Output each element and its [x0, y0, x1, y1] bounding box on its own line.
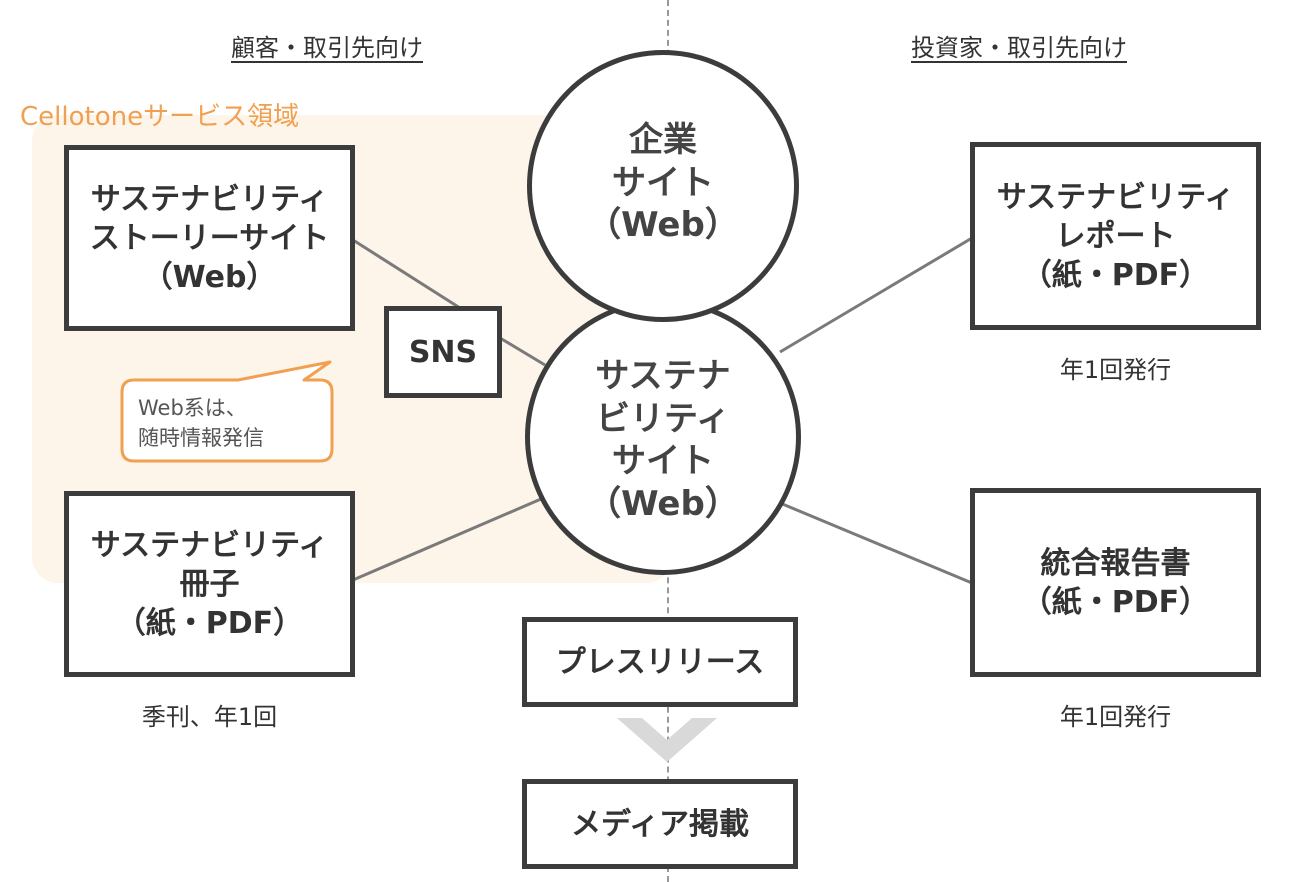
node-booklet: サステナビリティ 冊子 （紙・PDF） [64, 491, 355, 677]
node-label-line: サステナビリティ [90, 181, 329, 217]
connector-site-to-report [779, 236, 973, 354]
node-label-line: サステナビリティ [90, 527, 329, 563]
connector-story-to-sns [352, 238, 461, 310]
node-label-line: 統合報告書 [1040, 545, 1191, 581]
node-label-line: （Web） [587, 205, 739, 246]
node-media: メディア掲載 [522, 779, 798, 869]
callout-text: Web系は、 随時情報発信 [138, 393, 264, 454]
node-label-line: （紙・PDF） [1021, 257, 1210, 293]
node-integrated-report: 統合報告書 （紙・PDF） [970, 488, 1261, 677]
node-label-line: サステナビリティ [996, 179, 1235, 215]
connector-site-to-integrated [779, 501, 973, 585]
down-arrow [617, 718, 717, 762]
connector-sns-to-site [499, 336, 546, 367]
node-label-line: SNS [408, 334, 478, 370]
node-story-site: サステナビリティ ストーリーサイト （Web） [64, 145, 355, 331]
callout-line: Web系は、 [138, 396, 247, 420]
booklet-frequency-note: 季刊、年1回 [141, 703, 278, 731]
heading-investors: 投資家・取引先向け [911, 34, 1127, 62]
report-frequency-note: 年1回発行 [1059, 356, 1172, 384]
integrated-report-frequency-note: 年1回発行 [1059, 703, 1172, 731]
node-sustainability-site: サステナ ビリティ サイト （Web） [525, 299, 801, 575]
node-label-line: （紙・PDF） [115, 605, 304, 641]
node-label-line: （紙・PDF） [1021, 584, 1210, 620]
service-area-label: Cellotoneサービス領域 [20, 102, 300, 132]
node-label-line: （Web） [587, 483, 739, 524]
node-press-release: プレスリリース [522, 617, 798, 707]
node-label-line: サイト [612, 162, 714, 203]
heading-customers: 顧客・取引先向け [231, 34, 423, 62]
callout-line: 随時情報発信 [138, 426, 264, 451]
node-label-line: （Web） [142, 259, 277, 295]
node-label-line: ストーリーサイト [89, 220, 330, 256]
node-sns: SNS [384, 306, 502, 398]
connector-booklet-to-site [352, 494, 549, 582]
node-label-line: 冊子 [179, 566, 240, 602]
node-label-line: サイト [612, 441, 714, 481]
node-sustainability-report: サステナビリティ レポート （紙・PDF） [970, 142, 1261, 330]
node-label-line: レポート [1055, 218, 1176, 254]
node-label-line: 企業 [629, 120, 697, 161]
node-corporate-site: 企業 サイト （Web） [527, 50, 799, 322]
node-label-line: ビリティ [596, 398, 730, 439]
node-label-line: メディア掲載 [571, 806, 749, 842]
node-label-line: サステナ [595, 356, 731, 396]
node-label-line: プレスリリース [555, 644, 765, 680]
callout-bubble [120, 360, 334, 463]
